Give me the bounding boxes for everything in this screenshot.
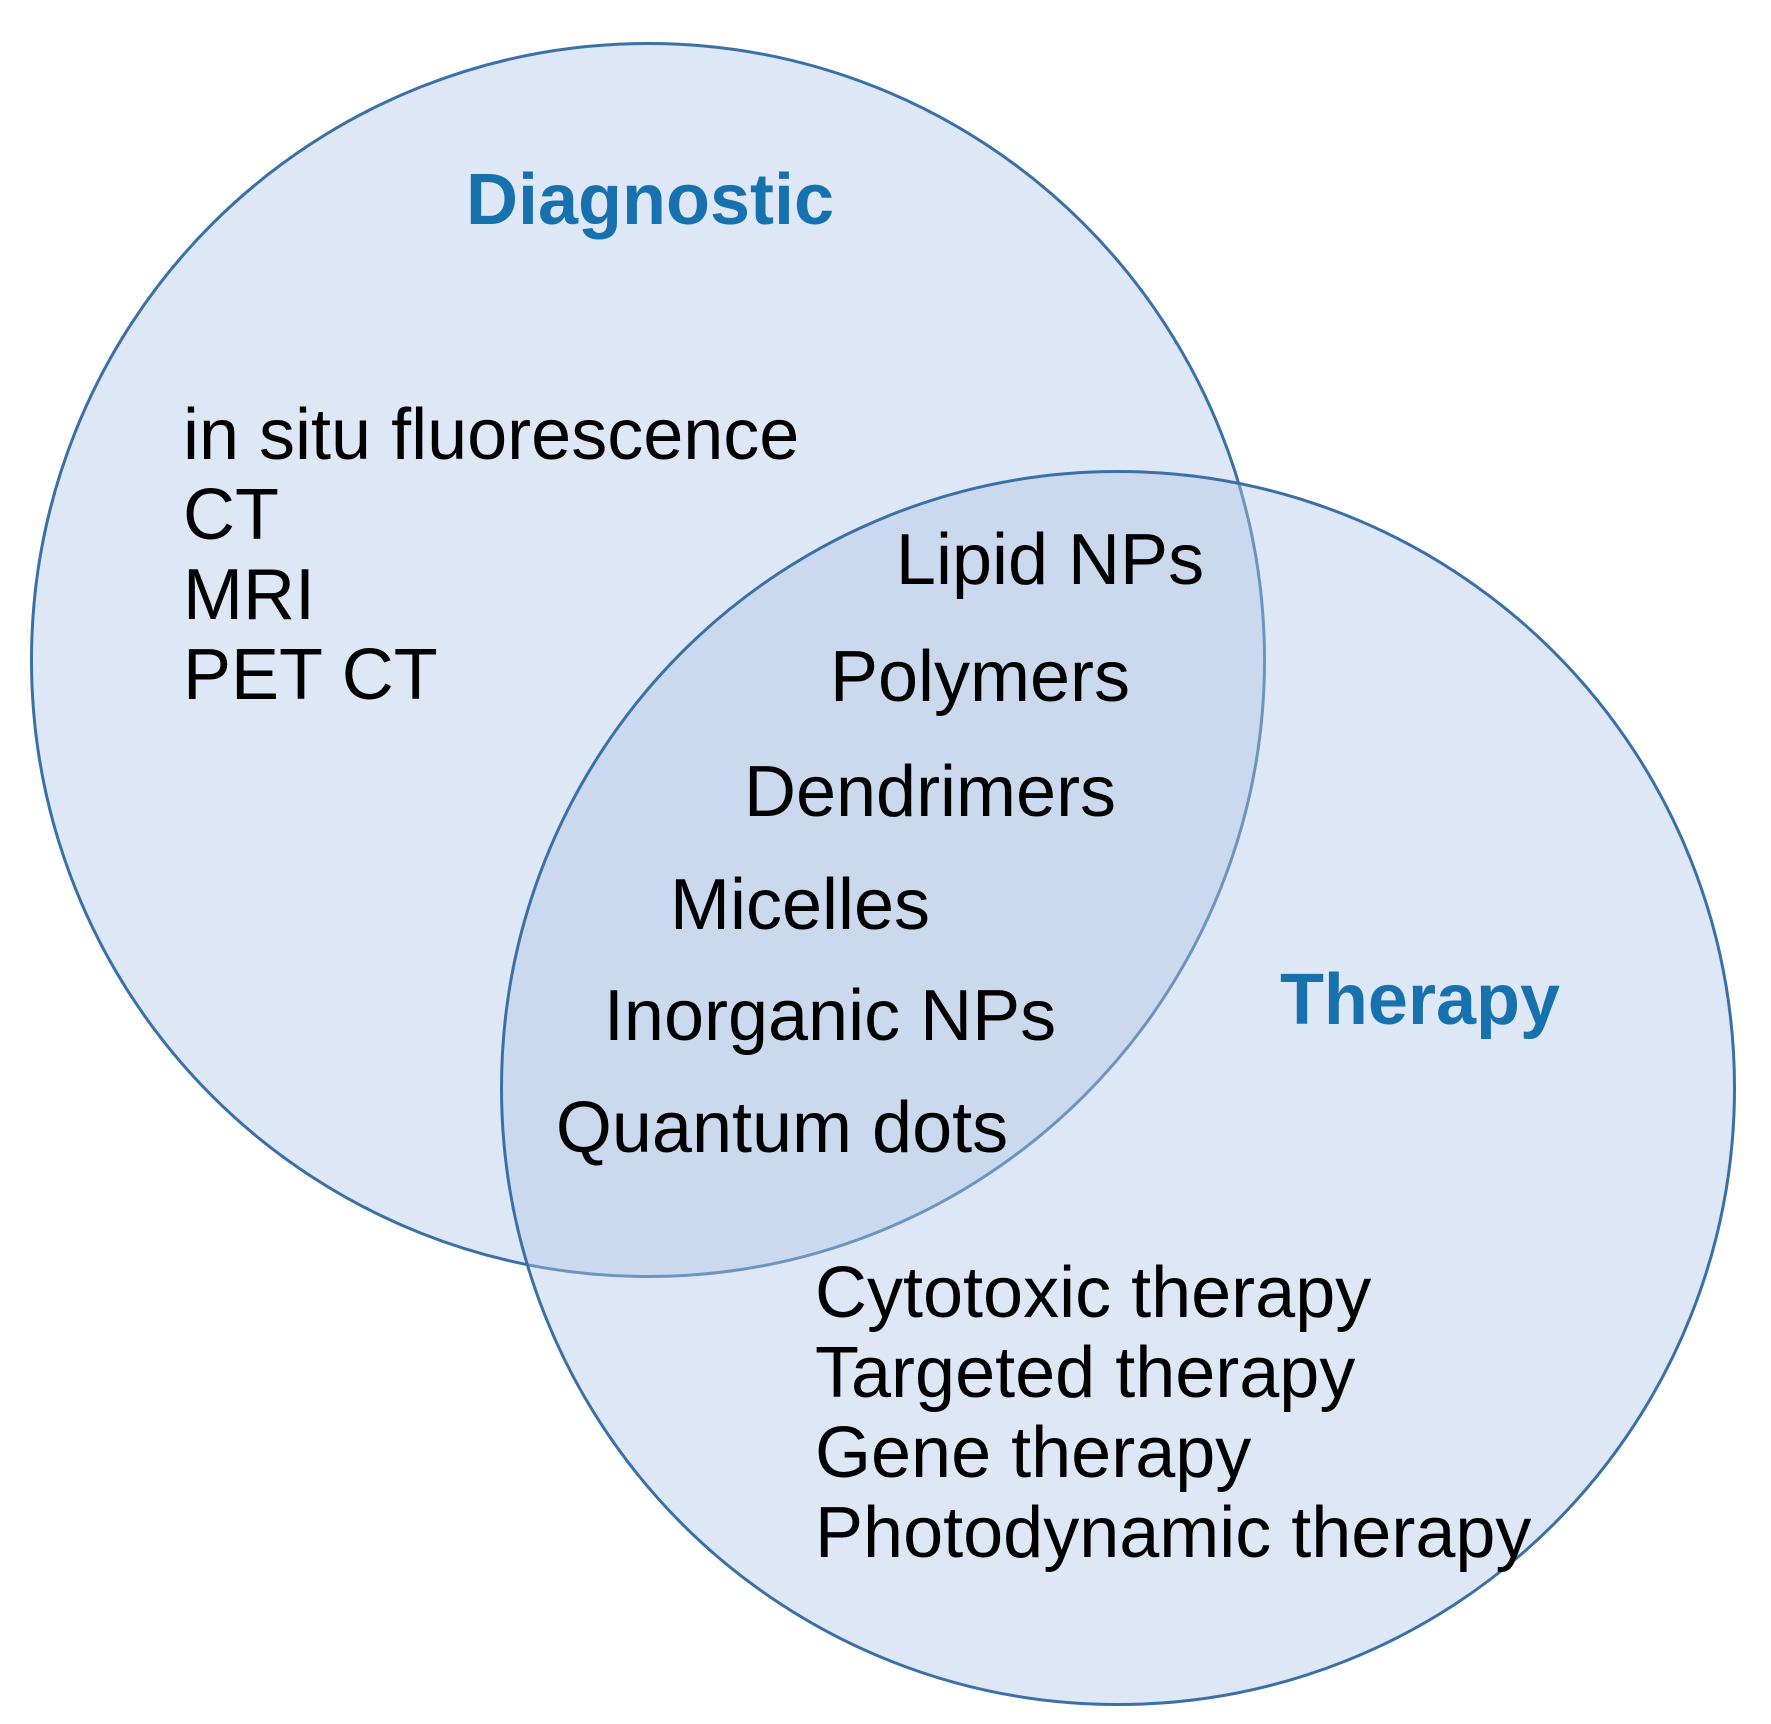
therapy-title: Therapy	[1279, 960, 1561, 1040]
therapy-item: Cytotoxic therapy	[815, 1253, 1372, 1333]
diagnostic-item: MRI	[183, 555, 315, 635]
diagnostic-item: CT	[183, 475, 279, 555]
intersection-item-inorganic-nps: Inorganic NPs	[603, 976, 1057, 1056]
diagnostic-item: in situ fluorescence	[183, 395, 800, 475]
intersection-item-polymers: Polymers	[829, 637, 1131, 717]
diagnostic-item: PET CT	[183, 635, 438, 715]
intersection-item-dendrimers: Dendrimers	[743, 752, 1117, 832]
intersection-item-quantum-dots: Quantum dots	[555, 1088, 1009, 1168]
therapy-item: Gene therapy	[815, 1413, 1252, 1493]
diagnostic-title: Diagnostic	[465, 160, 835, 240]
therapy-item: Targeted therapy	[815, 1333, 1356, 1413]
therapy-item: Photodynamic therapy	[815, 1493, 1532, 1573]
intersection-item-lipid-nps: Lipid NPs	[895, 520, 1205, 600]
intersection-item-micelles: Micelles	[669, 865, 931, 945]
therapy-circle	[500, 470, 1736, 1706]
